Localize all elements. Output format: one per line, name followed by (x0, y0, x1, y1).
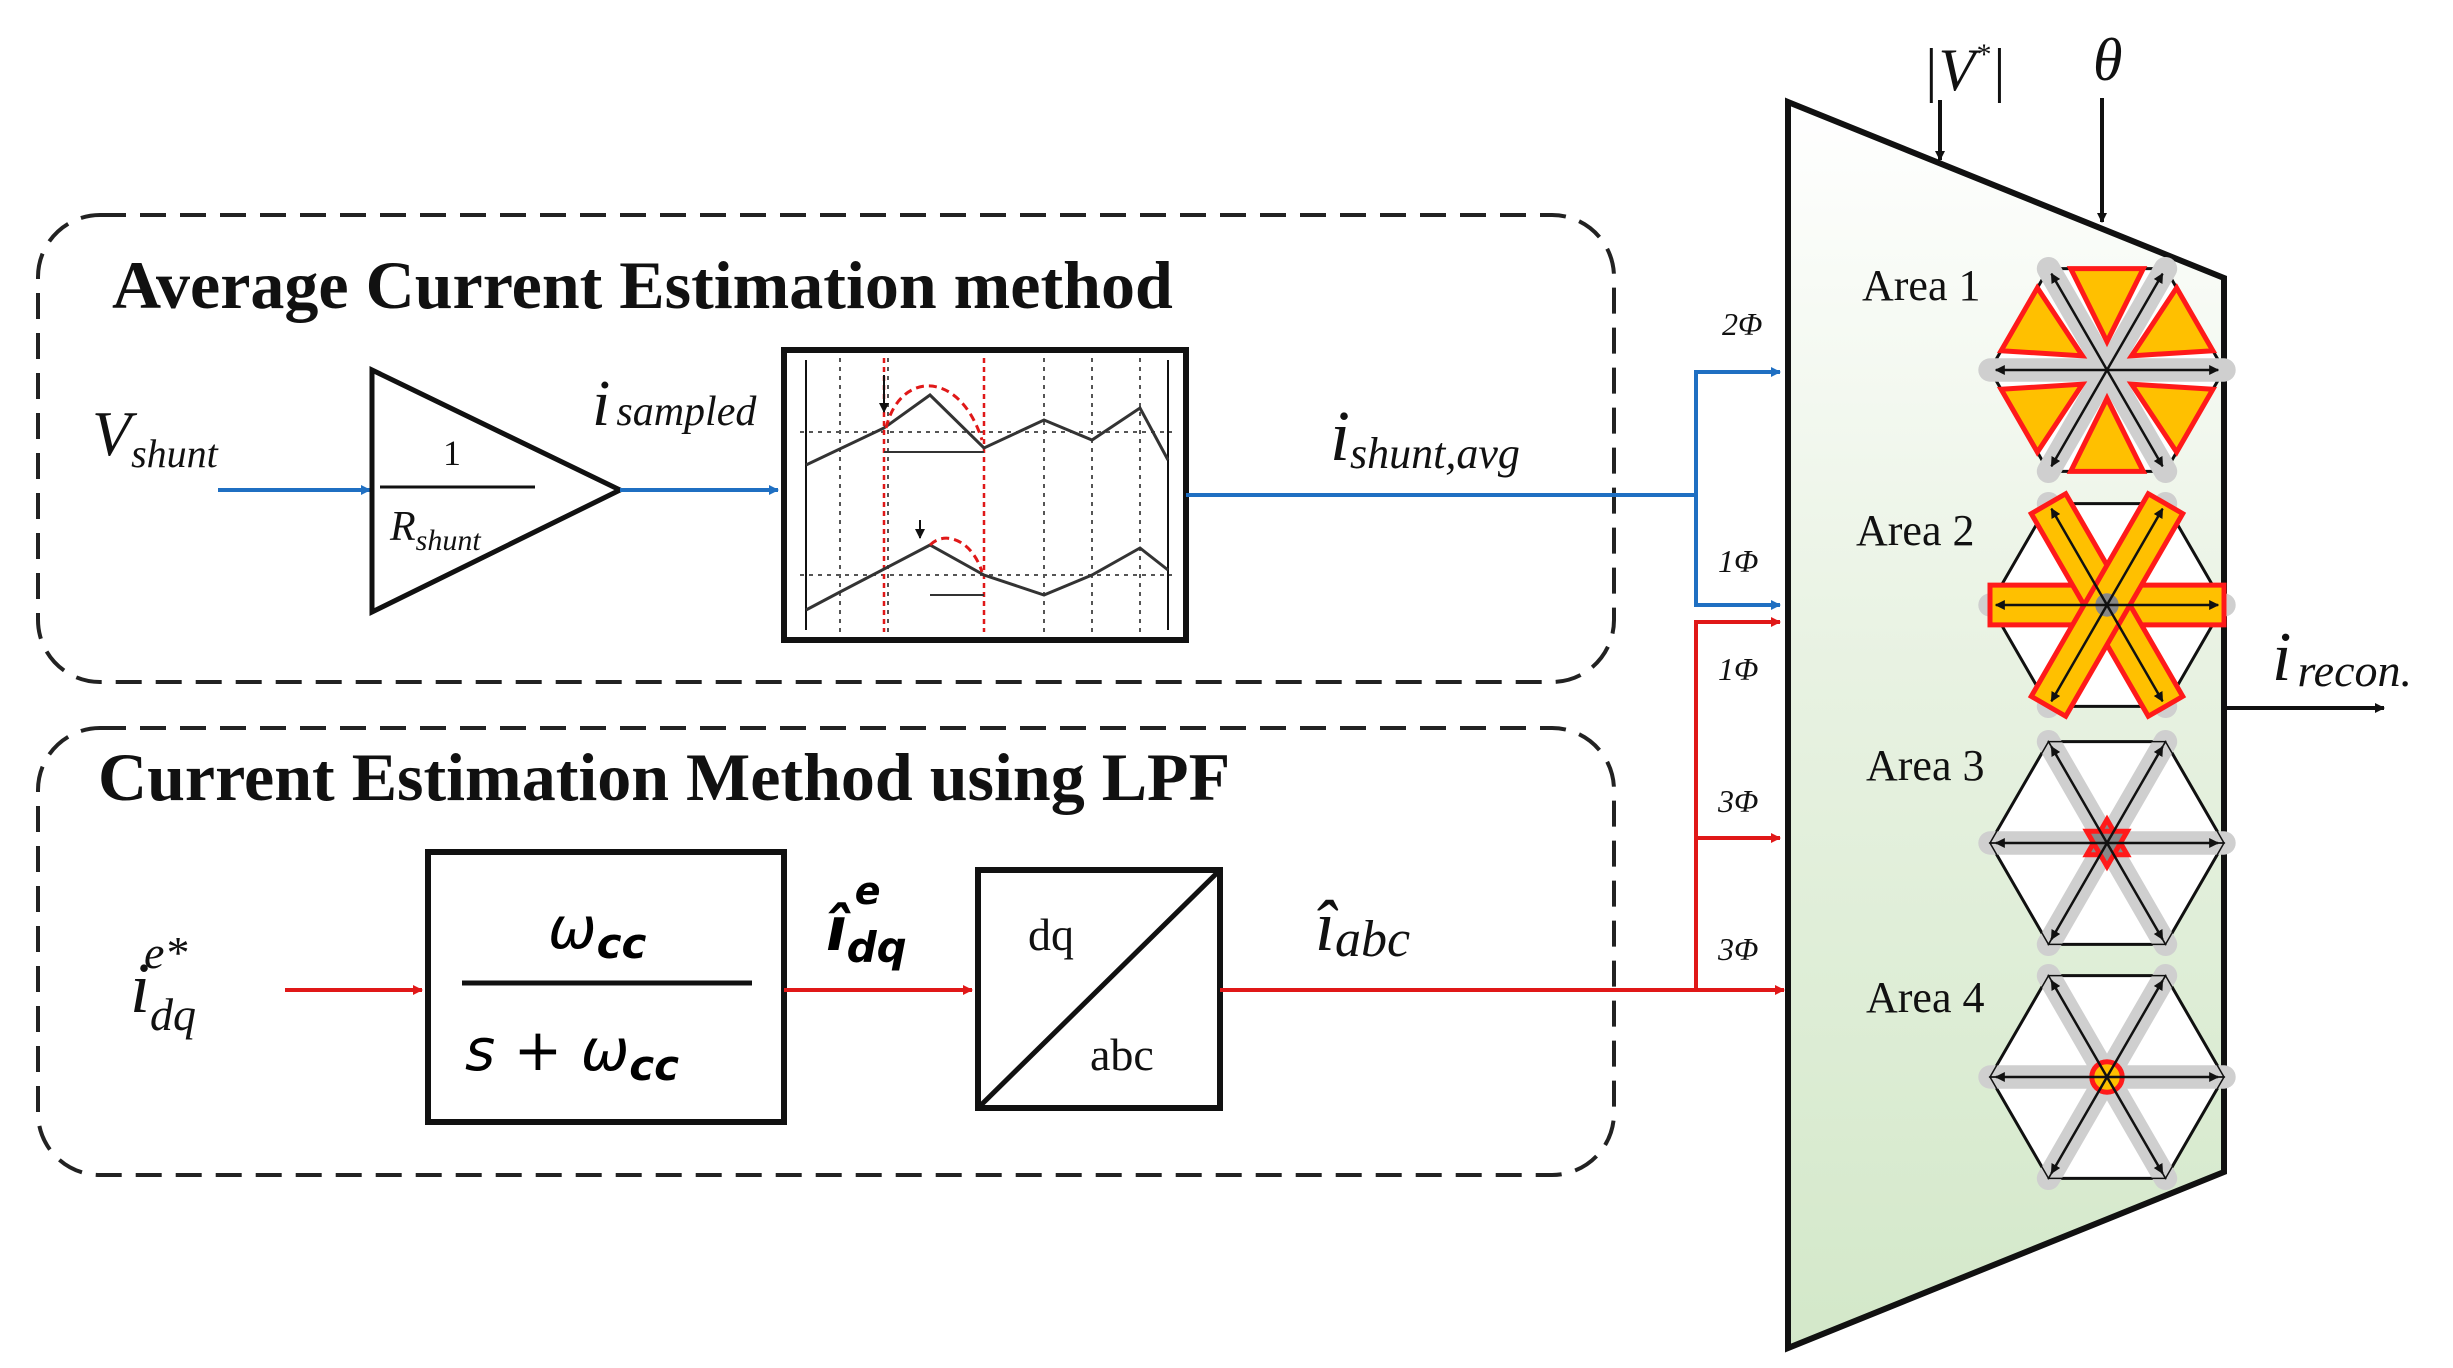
phase-label-3phase-upper: 3Φ (1717, 783, 1758, 819)
i-dq-hat-label: îdqe (826, 869, 907, 972)
sector-highlight (2066, 392, 2148, 474)
sampling-waveform-block (781, 347, 1189, 643)
phase-label-3phase-lower: 3Φ (1717, 931, 1758, 967)
voltage-vector-arrow (2105, 979, 2164, 1078)
phase-label-1phase-blue: 1Φ (1718, 543, 1758, 579)
sector-highlight (1996, 381, 2088, 457)
voltage-vector-arrow (2105, 507, 2164, 606)
voltage-vector-arrow (2105, 1076, 2164, 1175)
voltage-vector-arrow (2050, 842, 2109, 941)
red-branch-1phase (1694, 617, 1781, 990)
voltage-vector-arrow (2105, 272, 2164, 371)
voltage-vector-arrow (2050, 1076, 2109, 1175)
area-3-label: Area 3 (1866, 741, 1985, 790)
i-dq-ref-label: idqe* (130, 927, 196, 1040)
sector-highlight (1996, 283, 2088, 359)
average-method-title: Average Current Estimation method (112, 247, 1173, 323)
sector-highlight (2126, 283, 2218, 359)
voltage-vector-arrow (2105, 604, 2164, 703)
v-ref-magnitude-label: |V*| (1922, 37, 2007, 103)
lpf-numerator: ωcc (548, 894, 646, 968)
area-2-label: Area 2 (1856, 506, 1975, 555)
area-3-hexagon (1978, 729, 2236, 957)
phase-label-1phase-red: 1Φ (1718, 651, 1758, 687)
gain-numerator: 1 (443, 433, 461, 473)
lpf-denominator: s + ωcc (465, 1016, 679, 1090)
i-abc-hat-label: îabc (1315, 886, 1410, 968)
i-shunt-avg-label: ishunt,avg (1330, 396, 1520, 478)
sector-highlight (2066, 266, 2148, 348)
voltage-vector-arrow (2050, 745, 2109, 844)
area-1-hexagon (1978, 256, 2236, 484)
area-1-label: Area 1 (1862, 261, 1981, 310)
area-4-label: Area 4 (1866, 973, 1985, 1022)
gain-denominator: Rshunt (389, 504, 481, 557)
shunt-gain-block: 1 Rshunt (369, 366, 626, 617)
theta-label: θ (2093, 27, 2122, 93)
area-2-hexagon (1978, 490, 2236, 720)
voltage-vector-arrow (2105, 369, 2164, 468)
lpf-block: ωcc s + ωcc (425, 849, 787, 1125)
average-method-frame (36, 213, 1616, 684)
dq-to-abc-block: dq abc (975, 867, 1223, 1111)
area-4-hexagon (1978, 963, 2236, 1191)
voltage-vector-arrow (2105, 745, 2164, 844)
voltage-vector-arrow (2050, 979, 2109, 1078)
voltage-vector-arrow (2105, 842, 2164, 941)
blue-branch-2phase (1694, 367, 1781, 495)
transform-bottom-label: abc (1090, 1029, 1154, 1080)
voltage-vector-arrow (2050, 369, 2109, 468)
lpf-method-title: Current Estimation Method using LPF (98, 739, 1230, 815)
v-shunt-label: Vshunt (92, 398, 219, 476)
lpf-method-frame (36, 726, 1616, 1177)
phase-label-2phase: 2Φ (1722, 306, 1762, 342)
voltage-vector-arrow (2050, 507, 2109, 606)
sector-highlight (2126, 381, 2218, 457)
blue-branch-1phase (1694, 495, 1781, 610)
voltage-vector-arrow (2050, 604, 2109, 703)
voltage-vector-arrow (2050, 272, 2109, 371)
transform-top-label: dq (1028, 909, 1074, 960)
center-zone (2082, 828, 2132, 872)
